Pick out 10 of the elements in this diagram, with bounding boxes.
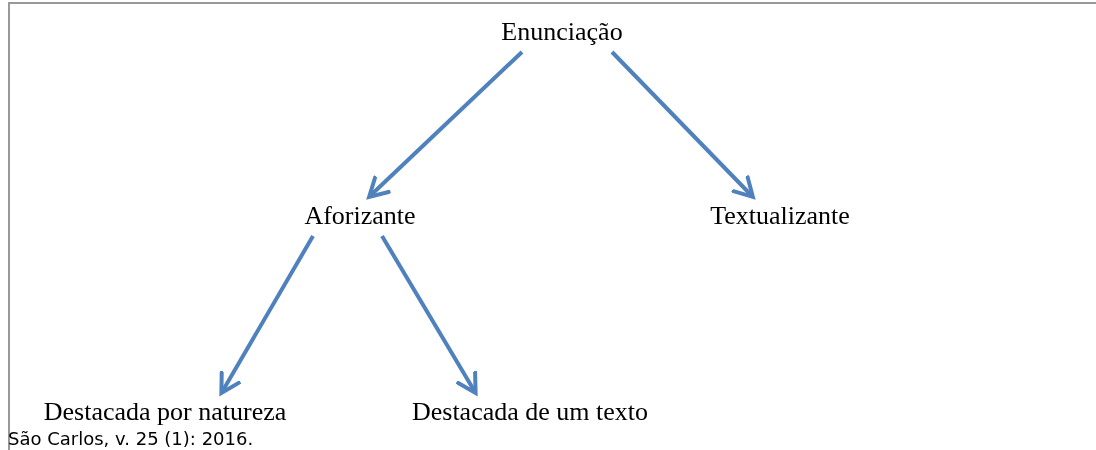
node-label: Enunciação (501, 16, 623, 48)
node-label: Aforizante (304, 200, 416, 232)
node-label: Textualizante (710, 200, 850, 232)
arrow (367, 50, 524, 199)
node-label: Destacada de um texto (411, 396, 649, 428)
arrow (380, 234, 478, 396)
arrow (219, 235, 315, 396)
citation-text: São Carlos, v. 25 (1): 2016. (8, 428, 254, 450)
node-label: Destacada por natureza (43, 396, 287, 428)
arrow (610, 50, 755, 199)
